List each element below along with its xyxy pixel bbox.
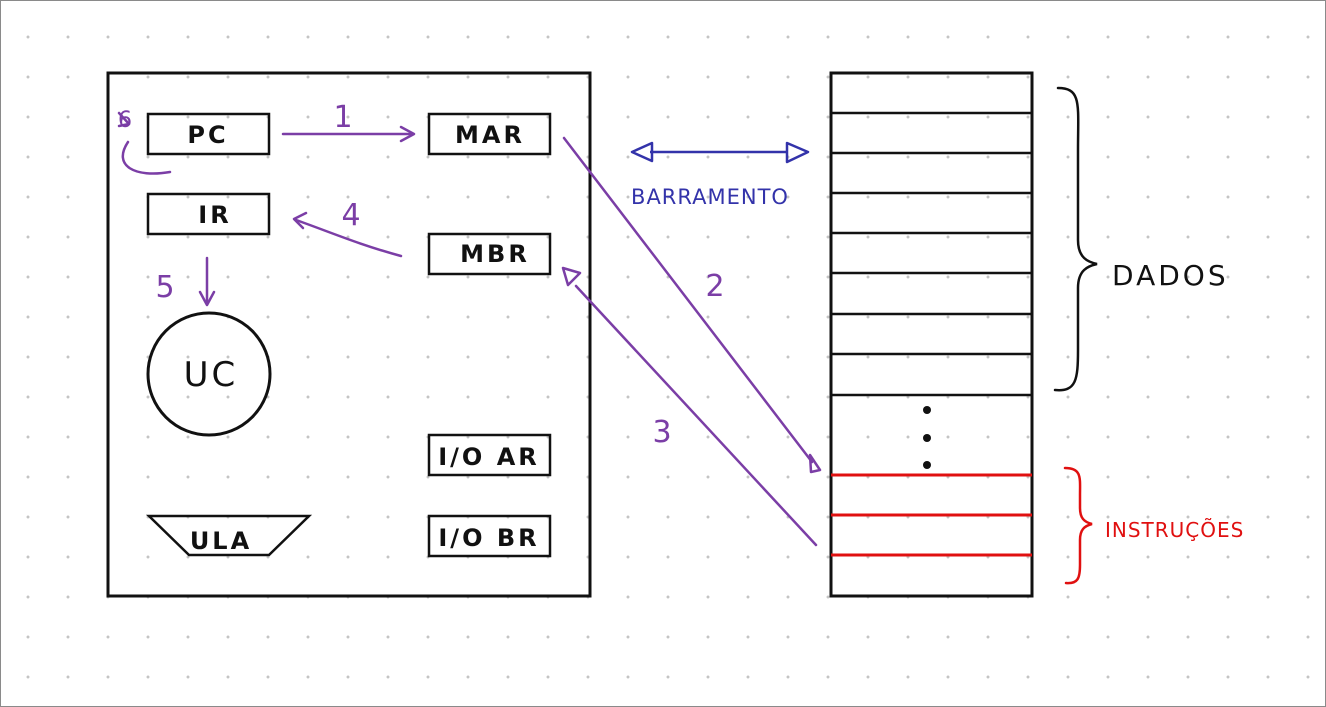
step-3-label: 3	[652, 415, 671, 450]
step-2-label: 2	[705, 269, 724, 304]
arrow-mbr-to-ir	[294, 218, 403, 258]
arrowhead-uc	[198, 290, 216, 307]
arrowhead-pc-loop	[117, 111, 131, 128]
mar-register: MAR	[427, 112, 552, 156]
arrow-memory-to-mbr	[574, 284, 818, 547]
mar-label: MAR	[455, 121, 525, 149]
ir-register: IR	[146, 192, 271, 236]
ioar-label: I/O AR	[438, 443, 540, 471]
memory-block	[829, 71, 1034, 598]
bus-label: BARRAMENTO	[631, 185, 789, 209]
arrow-mar-to-memory	[562, 136, 814, 464]
step-6-label: 6	[118, 108, 132, 133]
arrowhead-ir	[292, 211, 308, 230]
step-5-label: 5	[155, 270, 174, 305]
pc-label: PC	[187, 121, 228, 149]
arrowhead-mbr	[561, 266, 582, 287]
iobr-register: I/O BR	[427, 514, 552, 558]
ir-label: IR	[198, 201, 231, 229]
data-label: DADOS	[1112, 259, 1229, 292]
pc-register: PC	[146, 112, 271, 156]
uc-label: UC	[184, 355, 239, 395]
ula-label: ULA	[190, 527, 252, 555]
step-4-label: 4	[341, 198, 360, 233]
arrowhead-mar	[399, 125, 416, 143]
cpu-box	[106, 71, 592, 598]
data-brace	[1053, 86, 1098, 392]
bus-arrow	[630, 141, 810, 164]
iobr-label: I/O BR	[438, 524, 539, 552]
arrowhead-memory	[808, 453, 822, 474]
ula-unit: ULA	[145, 514, 313, 557]
step-1-label: 1	[333, 100, 352, 135]
instructions-brace	[1063, 466, 1093, 585]
uc-unit: UC	[146, 311, 272, 437]
mbr-label: MBR	[460, 240, 530, 268]
instructions-label: INSTRUÇÕES	[1105, 518, 1244, 542]
arrow-pc-increment	[121, 140, 172, 175]
ioar-register: I/O AR	[427, 433, 552, 477]
mbr-register: MBR	[427, 232, 552, 276]
